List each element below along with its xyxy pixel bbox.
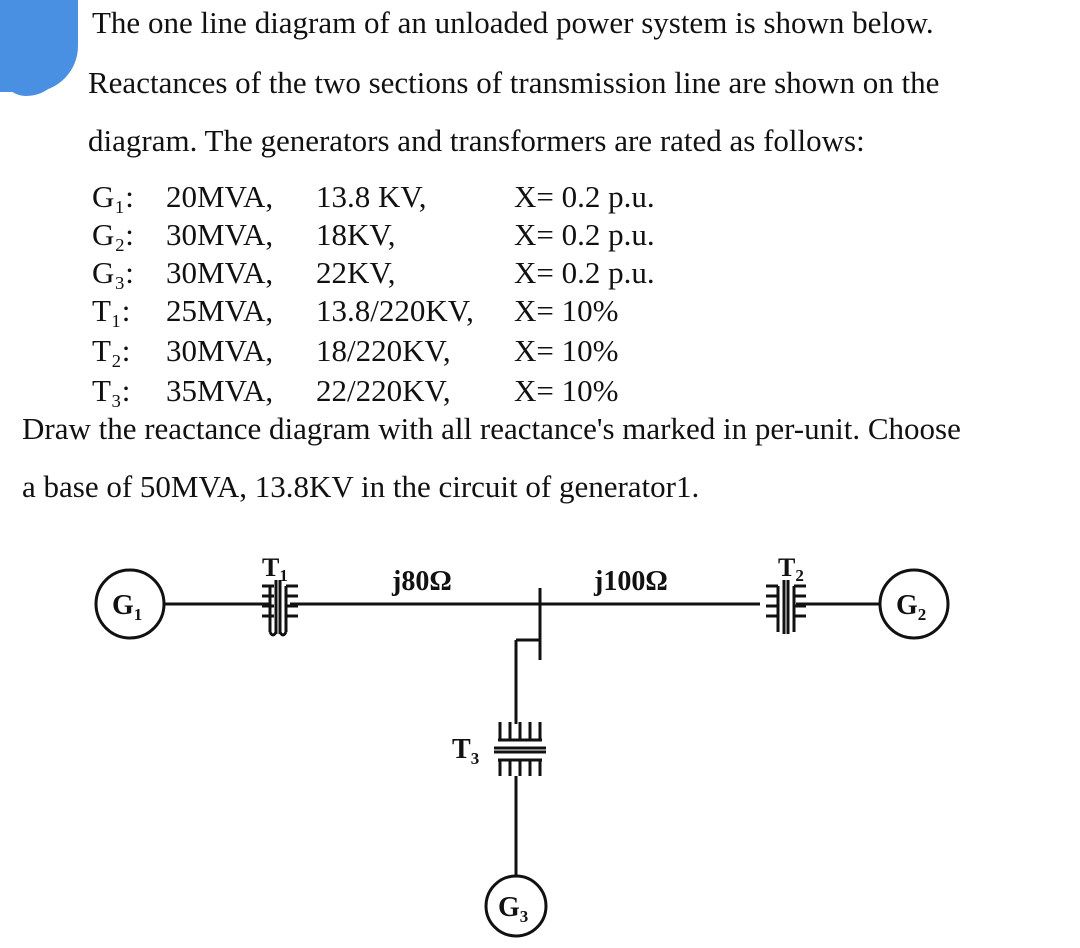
paragraph-line-4: Draw the reactance diagram with all reac…: [22, 411, 961, 446]
rating-kv: 13.8 KV,: [316, 179, 427, 214]
rating-x: X= 0.2 p.u.: [514, 179, 655, 214]
rating-kv: 22/220KV,: [316, 373, 451, 408]
rating-mva: 30MVA,: [166, 217, 274, 252]
rating-mva: 20MVA,: [166, 179, 274, 214]
g2-label: G2: [896, 590, 926, 624]
rating-mva: 35MVA,: [166, 373, 274, 408]
rating-name: T₁:: [92, 293, 131, 328]
line-reactance-j80: j80Ω: [391, 566, 452, 597]
transformer-t1-symbol: [244, 580, 298, 637]
rating-x: X= 10%: [514, 333, 619, 368]
rating-mva: 30MVA,: [166, 255, 274, 290]
rating-mva: 25MVA,: [166, 293, 274, 328]
rating-kv: 18/220KV,: [316, 333, 451, 368]
paragraph-line-5: a base of 50MVA, 13.8KV in the circuit o…: [22, 469, 700, 504]
t1-label: T1: [262, 553, 288, 585]
generator-g3-symbol: [484, 874, 548, 938]
g3-label: G3: [498, 892, 528, 926]
generator-g2-symbol: [878, 568, 950, 640]
paragraph-line-2: Reactances of the two sections of transm…: [88, 65, 940, 100]
rating-x: X= 10%: [514, 293, 619, 328]
rating-name: G₂:: [92, 217, 134, 252]
transformer-t2-symbol: [766, 580, 806, 634]
t3-label: T3: [452, 734, 479, 768]
rating-kv: 13.8/220KV,: [316, 293, 474, 328]
rating-kv: 22KV,: [316, 255, 396, 290]
rating-mva: 30MVA,: [166, 333, 274, 368]
rating-name: T₃:: [92, 373, 131, 408]
rating-name: G₁:: [92, 179, 134, 214]
transformer-t3-symbol: [494, 722, 546, 776]
g1-label: G1: [112, 590, 142, 624]
rating-x: X= 10%: [514, 373, 619, 408]
paragraph-line-3: diagram. The generators and transformers…: [88, 123, 865, 158]
paragraph-line-1: The one line diagram of an unloaded powe…: [92, 5, 934, 40]
rating-name: T₂:: [92, 333, 131, 368]
rating-name: G₃:: [92, 255, 134, 290]
line-reactance-j100: j100Ω: [593, 566, 668, 597]
rating-x: X= 0.2 p.u.: [514, 217, 655, 252]
rating-kv: 18KV,: [316, 217, 396, 252]
rating-x: X= 0.2 p.u.: [514, 255, 655, 290]
t2-label: T2: [778, 553, 804, 585]
